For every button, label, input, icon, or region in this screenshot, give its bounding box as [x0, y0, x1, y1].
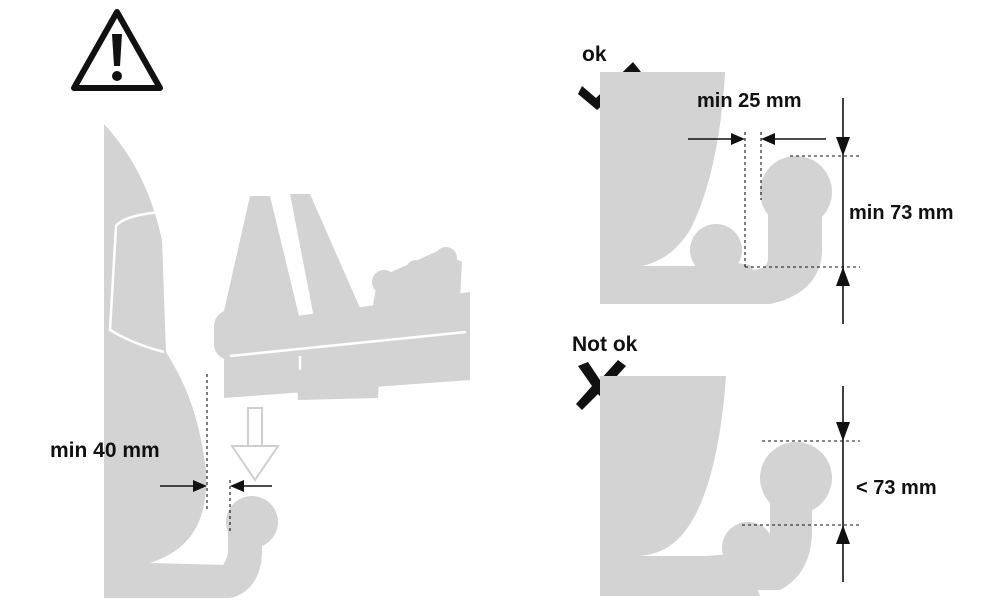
min-25-label: min 25 mm — [697, 90, 801, 112]
left-bumper-illustration — [104, 124, 230, 598]
ok-label: ok — [582, 43, 607, 66]
min-73-label: min 73 mm — [849, 202, 953, 224]
down-arrow-icon — [230, 407, 280, 482]
min-25-dimension — [688, 132, 826, 268]
ok-bumper-illustration — [600, 72, 760, 304]
min-40-dimension — [160, 374, 272, 532]
lt-73-dimension — [742, 386, 860, 582]
min-40-label: min 40 mm — [50, 439, 160, 462]
not-ok-label: Not ok — [572, 333, 638, 356]
left-towball-illustration — [150, 496, 278, 598]
ok-towball-illustration — [720, 156, 832, 304]
warning-triangle-icon — [71, 9, 163, 91]
not-ok-towball-illustration — [730, 442, 832, 590]
bike-carrier-illustration — [214, 194, 470, 400]
min-73-dimension — [745, 98, 860, 324]
lt-73-label: < 73 mm — [856, 477, 937, 499]
